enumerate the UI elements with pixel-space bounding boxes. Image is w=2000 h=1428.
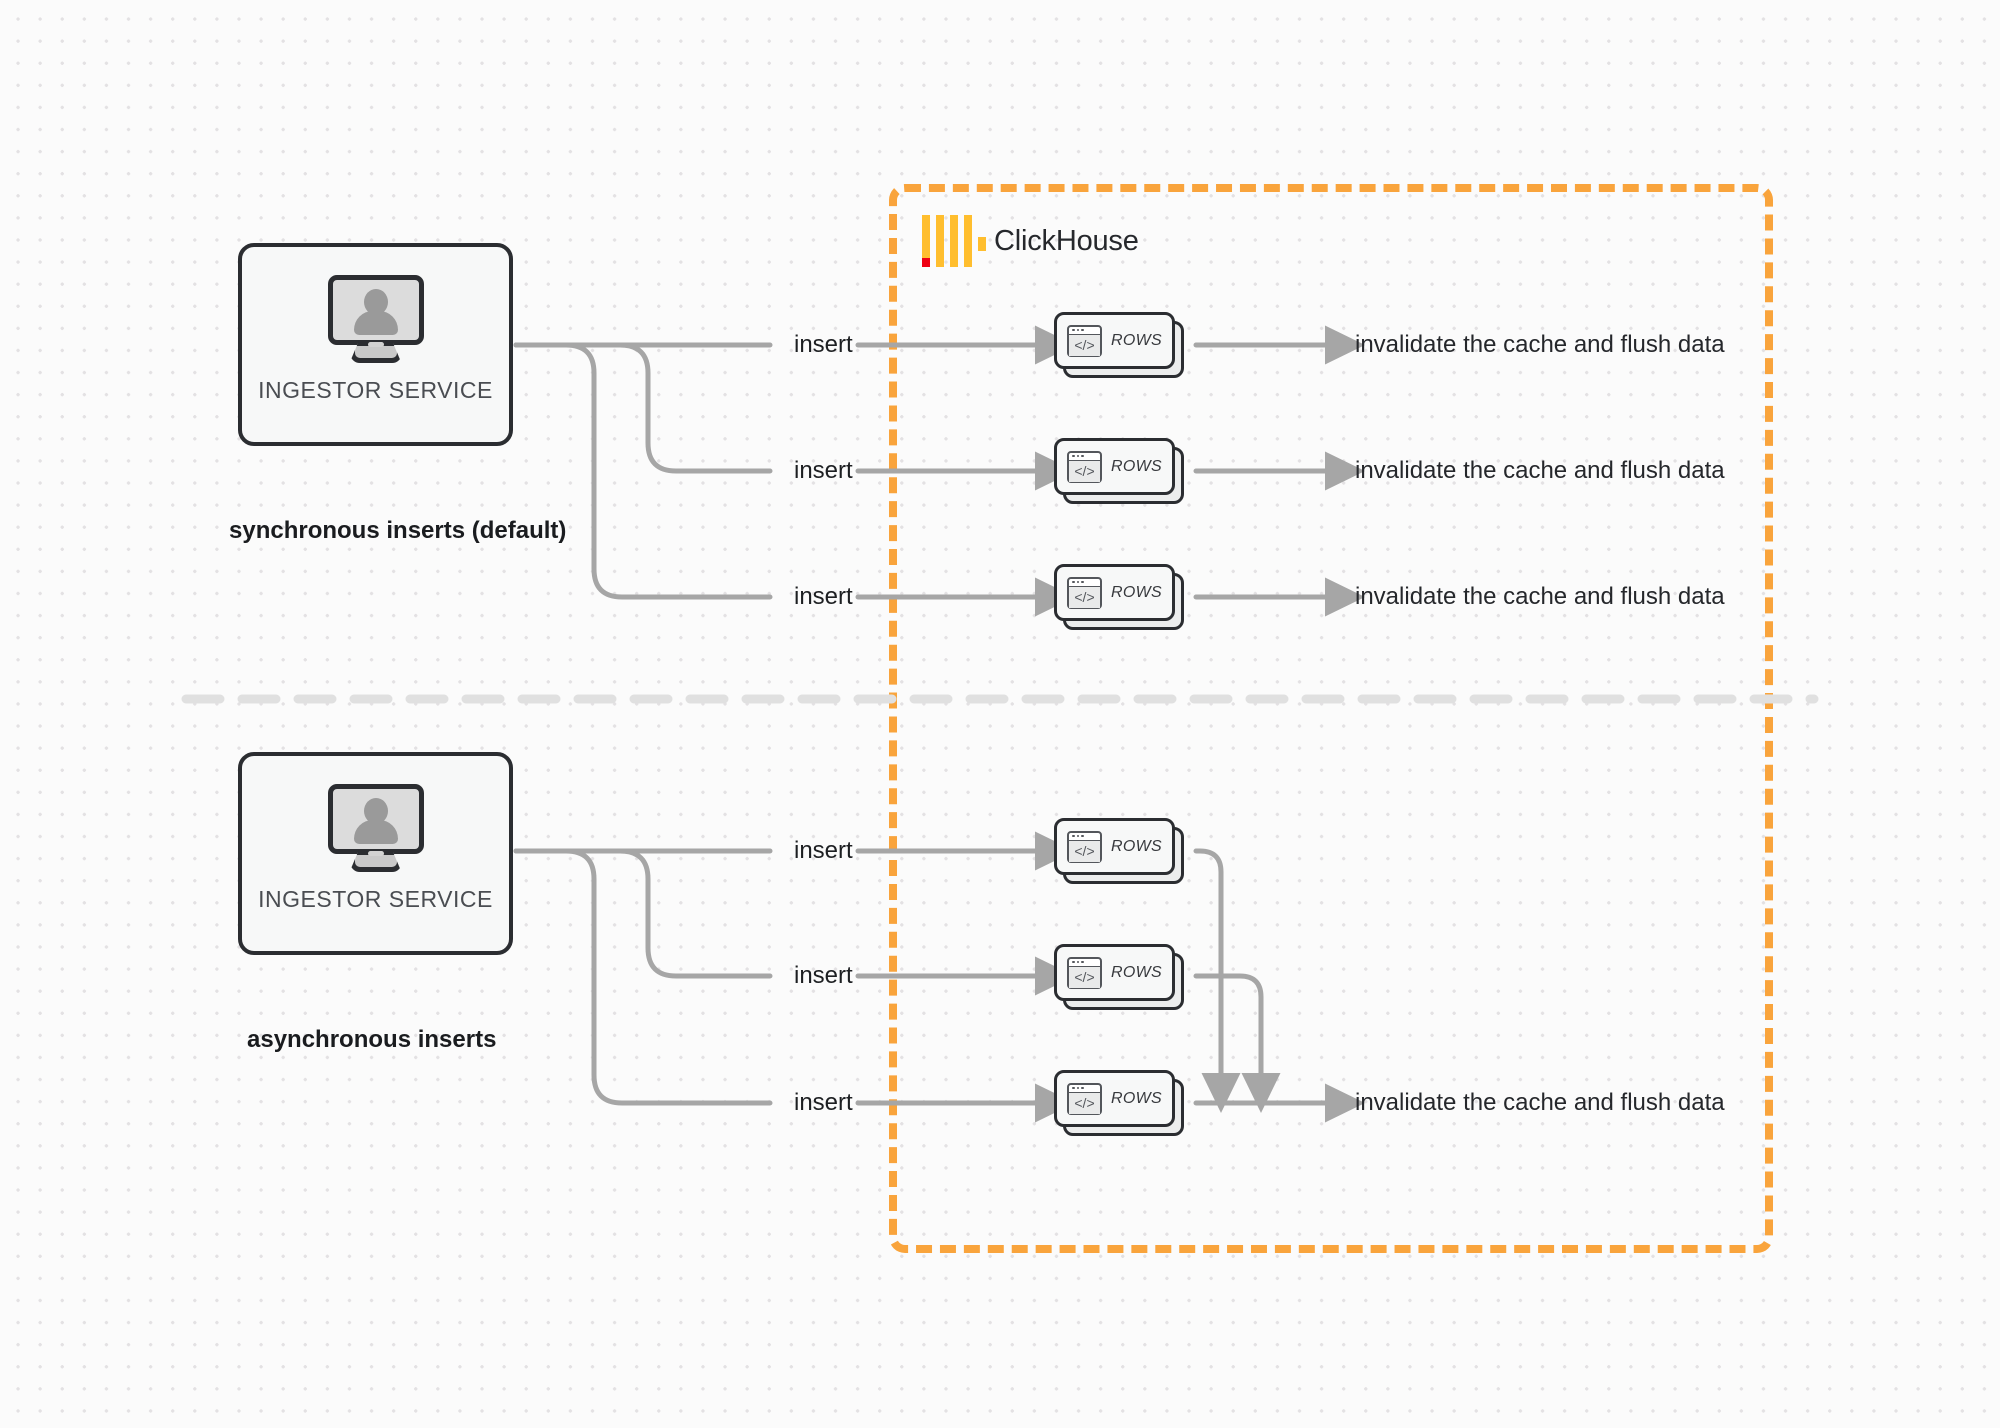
code-window-icon: </> (1067, 956, 1102, 989)
rows-node-async-3[interactable]: </> ROWS (1054, 1070, 1184, 1136)
rows-card-front: </> ROWS (1054, 818, 1175, 875)
code-window-icon: </> (1067, 830, 1102, 863)
edge-label-flush-sync-2: invalidate the cache and flush data (1355, 457, 1725, 484)
rows-node-label: ROWS (1111, 331, 1162, 349)
rows-node-async-2[interactable]: </> ROWS (1054, 944, 1184, 1010)
monitor-user-icon (327, 275, 424, 363)
edge-label-flush-async-merged: invalidate the cache and flush data (1355, 1089, 1725, 1116)
wire-sync-in-3 (513, 342, 773, 600)
edge-label-flush-sync-3: invalidate the cache and flush data (1355, 583, 1725, 610)
wire-async-in-3 (513, 848, 773, 1106)
clickhouse-logo-icon (922, 215, 986, 267)
edge-label-insert-async-3: insert (794, 1089, 853, 1116)
ingestor-service-label: INGESTOR SERVICE (258, 377, 493, 403)
wire-sync-in-2 (513, 342, 773, 474)
ingestor-service-sync[interactable]: INGESTOR SERVICE (238, 243, 513, 446)
edge-label-flush-sync-1: invalidate the cache and flush data (1355, 331, 1725, 358)
section-caption-asynchronous: asynchronous inserts (247, 1026, 497, 1053)
rows-node-label: ROWS (1111, 837, 1162, 855)
rows-node-async-1[interactable]: </> ROWS (1054, 818, 1184, 884)
edge-label-insert-async-2: insert (794, 962, 853, 989)
code-window-icon: </> (1067, 324, 1102, 357)
code-window-icon: </> (1067, 1082, 1102, 1115)
code-window-icon: </> (1067, 576, 1102, 609)
rows-node-label: ROWS (1111, 457, 1162, 475)
rows-card-front: </> ROWS (1054, 944, 1175, 1001)
rows-card-front: </> ROWS (1054, 564, 1175, 621)
edge-label-insert-sync-1: insert (794, 331, 853, 358)
rows-card-front: </> ROWS (1054, 1070, 1175, 1127)
monitor-user-icon (327, 784, 424, 872)
wire-async-in-2 (513, 848, 773, 979)
code-window-icon: </> (1067, 450, 1102, 483)
rows-node-sync-2[interactable]: </> ROWS (1054, 438, 1184, 504)
clickhouse-brand-label: ClickHouse (994, 224, 1139, 257)
clickhouse-brand: ClickHouse (922, 215, 1139, 267)
rows-node-sync-1[interactable]: </> ROWS (1054, 312, 1184, 378)
ingestor-service-label: INGESTOR SERVICE (258, 886, 493, 912)
edge-label-insert-sync-2: insert (794, 457, 853, 484)
clickhouse-boundary (889, 184, 1773, 1253)
section-caption-synchronous: synchronous inserts (default) (229, 517, 567, 544)
rows-card-front: </> ROWS (1054, 438, 1175, 495)
rows-card-front: </> ROWS (1054, 312, 1175, 369)
edge-label-insert-async-1: insert (794, 837, 853, 864)
rows-node-label: ROWS (1111, 1089, 1162, 1107)
rows-node-sync-3[interactable]: </> ROWS (1054, 564, 1184, 630)
rows-node-label: ROWS (1111, 963, 1162, 981)
ingestor-service-async[interactable]: INGESTOR SERVICE (238, 752, 513, 955)
rows-node-label: ROWS (1111, 583, 1162, 601)
edge-label-insert-sync-3: insert (794, 583, 853, 610)
